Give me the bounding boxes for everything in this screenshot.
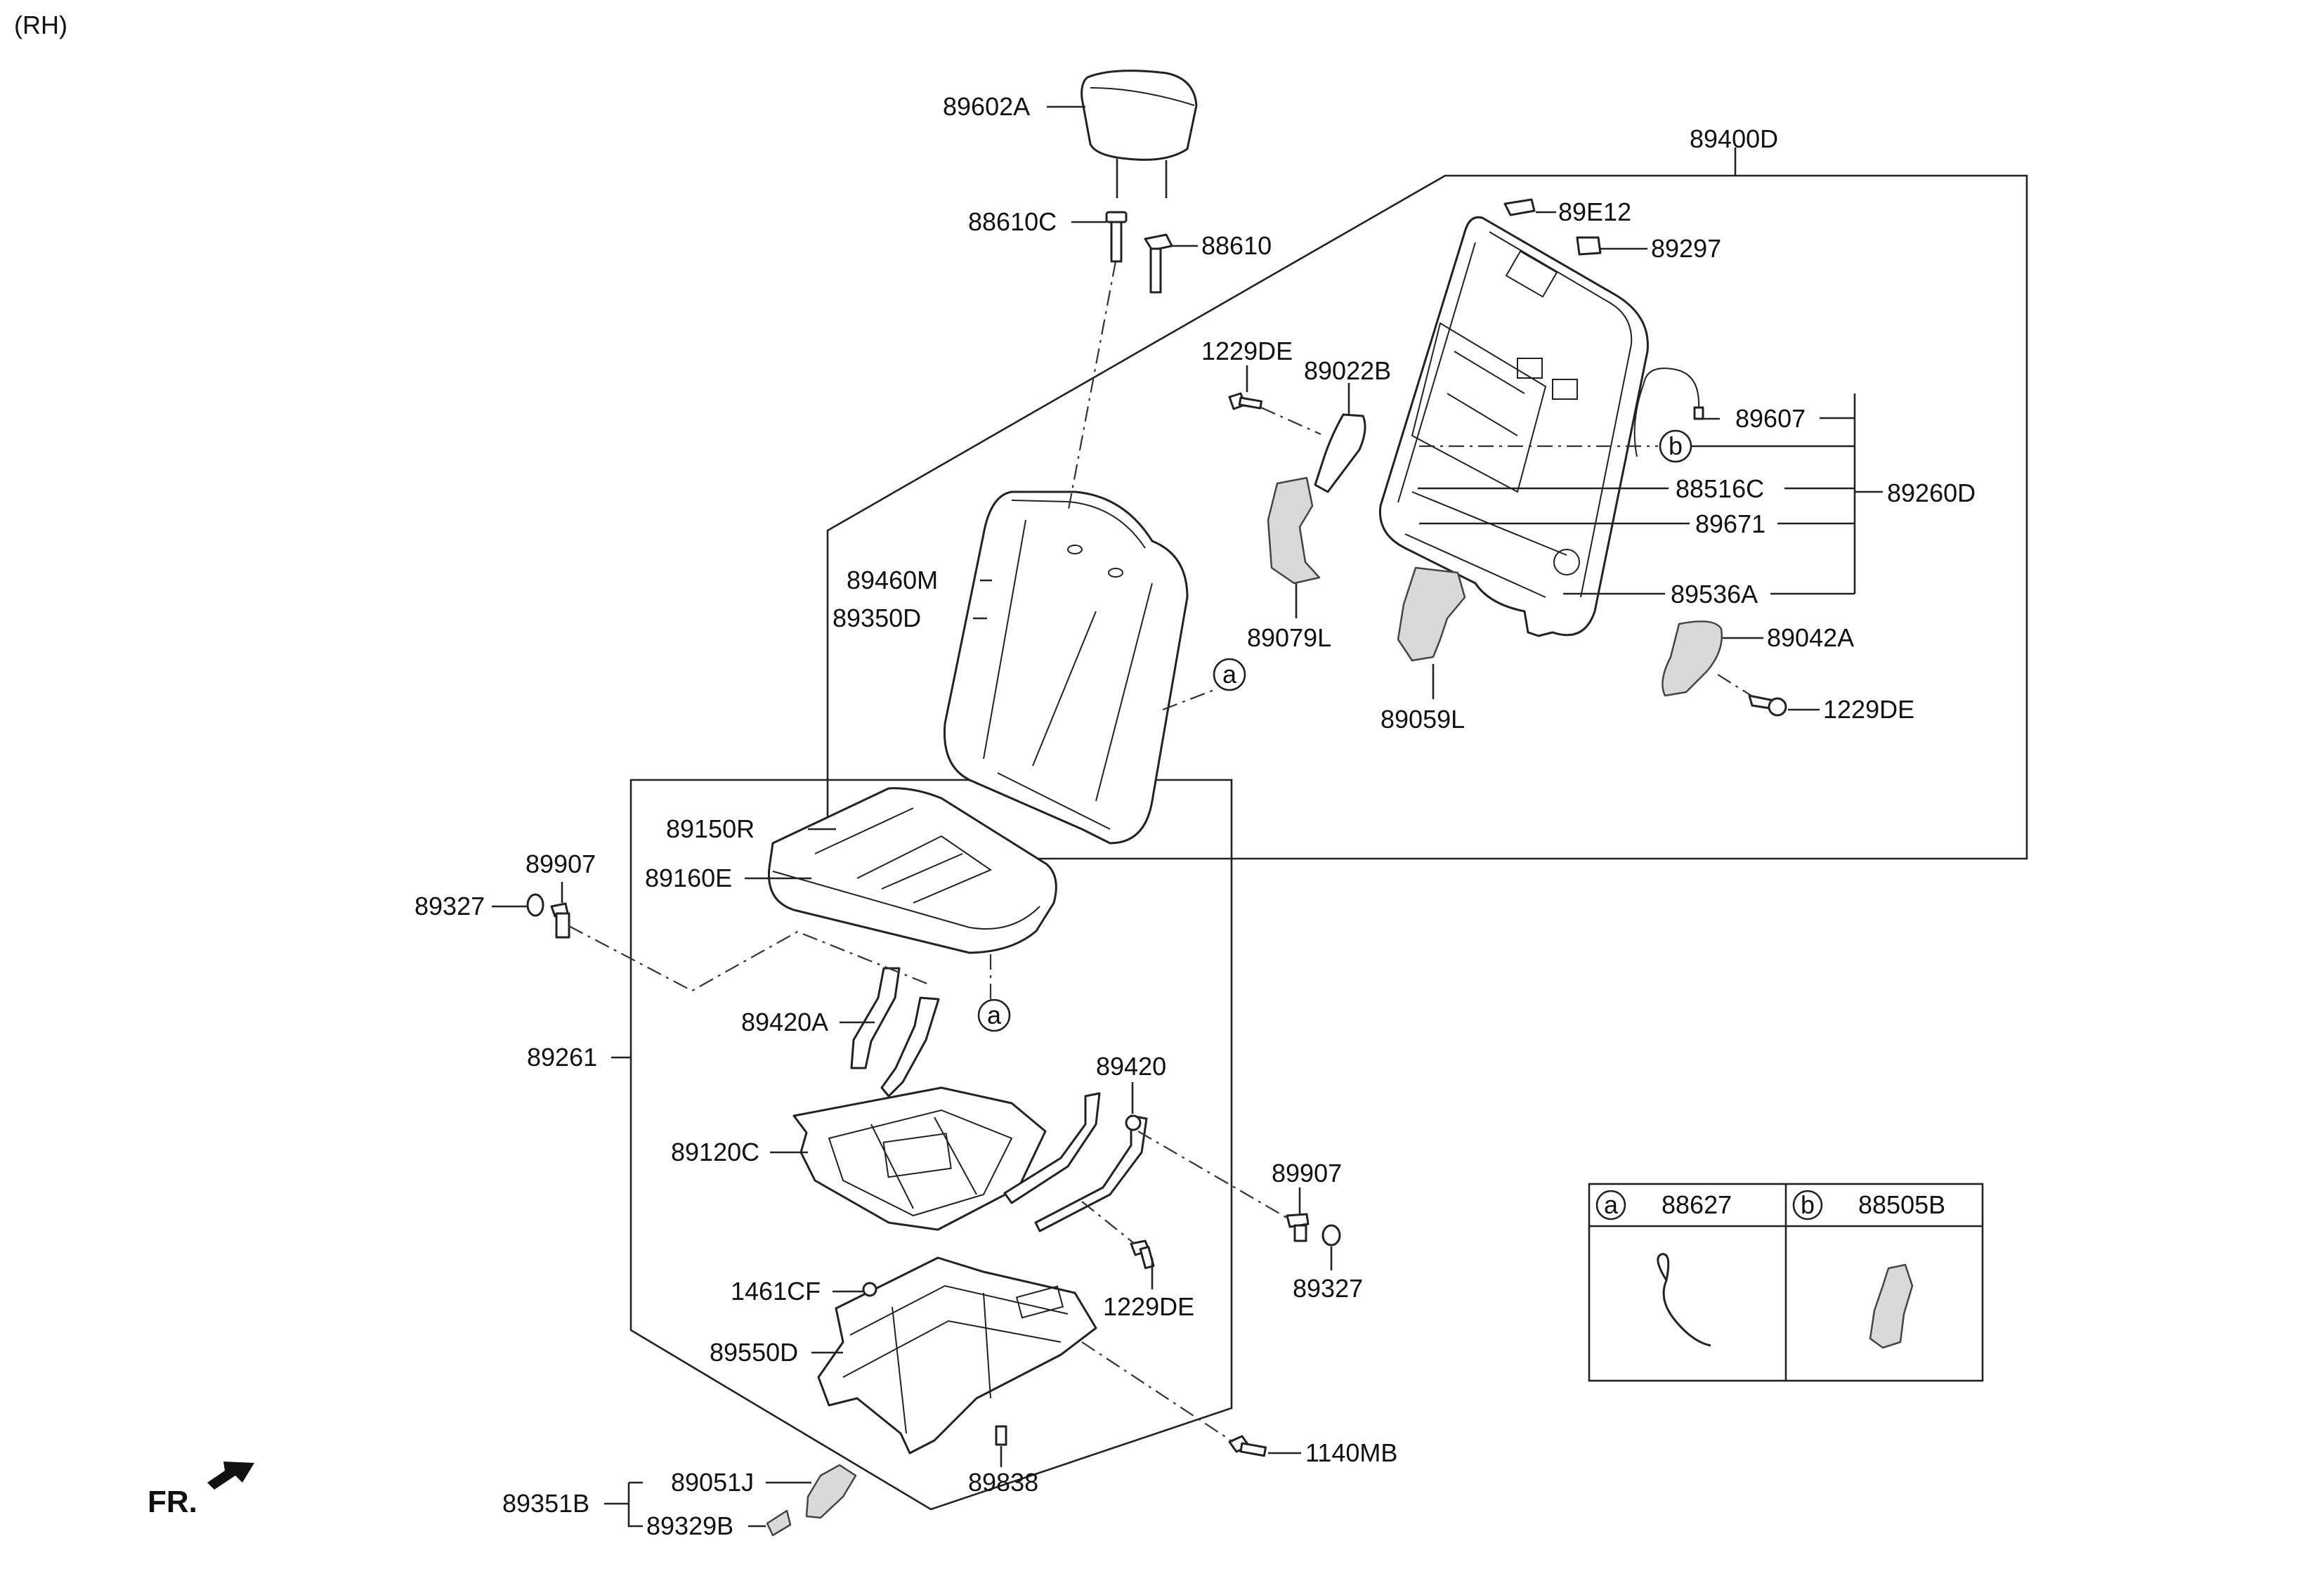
dash-bolt-bottom: [1081, 1201, 1135, 1244]
ref-letter-a-seatback: a: [1222, 660, 1237, 689]
clip-1461CF: [862, 1282, 877, 1297]
legend-part-a: 88627: [1662, 1190, 1732, 1219]
hinge-cover-89059L: [1397, 566, 1466, 662]
legend-connector-88505B: [1869, 1263, 1914, 1349]
label-89671: 89671: [1695, 509, 1765, 538]
label-1229DE-right: 1229DE: [1823, 695, 1914, 724]
seat-track-89550D: [817, 1256, 1097, 1454]
dash-bolt-1140MB: [1081, 1341, 1234, 1443]
seatback-cover-part: [943, 490, 1189, 845]
cushion-cover-part: [767, 787, 1057, 954]
label-89051J: 89051J: [671, 1468, 754, 1497]
label-89160E: 89160E: [645, 864, 732, 892]
label-1140MB: 1140MB: [1305, 1438, 1397, 1467]
label-88610: 88610: [1201, 231, 1272, 260]
label-89420: 89420: [1096, 1052, 1166, 1081]
bolt-89907-right: [1286, 1213, 1310, 1242]
label-89350D: 89350D: [833, 604, 921, 632]
front-arrow-icon: [207, 1462, 254, 1490]
label-89120C: 89120C: [671, 1138, 759, 1166]
seatback-trim-89E12: [1503, 198, 1536, 216]
legend-hook-clip-88627: [1657, 1253, 1711, 1347]
wiring-harness-89607: [1633, 367, 1704, 457]
label-89607: 89607: [1735, 404, 1806, 433]
cushion-frame-89120C: [792, 1086, 1047, 1231]
washer-89327-right: [1321, 1224, 1341, 1247]
label-89602A: 89602A: [943, 92, 1030, 121]
label-88610C: 88610C: [968, 207, 1057, 236]
ref-letter-a-cushion: a: [987, 1001, 1002, 1029]
label-89260D: 89260D: [1887, 479, 1976, 507]
ref-letter-b-seatback: b: [1669, 431, 1683, 460]
front-indicator-label: FR.: [148, 1485, 197, 1519]
label-89042A: 89042A: [1767, 623, 1854, 652]
label-89327-left: 89327: [414, 892, 485, 920]
label-89079L: 89079L: [1247, 623, 1331, 652]
label-89550D: 89550D: [710, 1338, 798, 1367]
legend-table: a 88627 b 88505B: [1588, 1183, 1984, 1382]
label-89420A: 89420A: [741, 1008, 828, 1036]
dash-headrest-to-back: [1066, 261, 1117, 514]
washer-89327-left: [526, 893, 544, 917]
label-89022B: 89022B: [1304, 356, 1391, 385]
label-89261: 89261: [527, 1043, 597, 1072]
legend-letter-b: b: [1801, 1190, 1815, 1219]
headrest-guide-88610C: [1105, 211, 1128, 263]
label-89059L: 89059L: [1380, 705, 1465, 734]
label-89907-left: 89907: [525, 850, 596, 878]
label-89460M: 89460M: [847, 566, 938, 594]
dash-bolt-top: [1260, 406, 1321, 436]
headrest-guide-88610: [1144, 233, 1173, 294]
dash-bolt-right: [1717, 674, 1754, 698]
ref-circle-a-seatback: [1213, 658, 1246, 691]
seatback-clip-89297: [1576, 236, 1602, 256]
label-89536A: 89536A: [1671, 580, 1758, 608]
label-89907-right: 89907: [1272, 1159, 1342, 1187]
label-1461CF: 1461CF: [731, 1277, 821, 1306]
label-89351B: 89351B: [502, 1489, 589, 1518]
dash-bolt-right-cushion: [1137, 1131, 1290, 1220]
seatback-frame-part: [1378, 216, 1649, 637]
label-89E12: 89E12: [1558, 197, 1631, 226]
legend-part-b: 88505B: [1858, 1190, 1945, 1219]
label-89329B: 89329B: [646, 1511, 733, 1540]
hinge-cover-89079L: [1267, 476, 1321, 585]
side-cover-89042A: [1662, 620, 1723, 697]
label-89150R: 89150R: [666, 814, 755, 843]
label-89838: 89838: [968, 1468, 1038, 1497]
label-1229DE-bottom: 1229DE: [1103, 1292, 1194, 1321]
cover-89329B: [766, 1509, 792, 1537]
bolt-89907-left: [550, 902, 570, 939]
label-1229DE-top: 1229DE: [1201, 337, 1293, 365]
leader-lines: [492, 105, 1883, 1528]
dash-bolt-left: [568, 925, 928, 992]
bolt-1229DE-bottom: [1130, 1239, 1155, 1270]
corner-label: (RH): [14, 11, 67, 39]
label-88516C: 88516C: [1676, 474, 1764, 503]
label-89327-right: 89327: [1293, 1274, 1363, 1303]
front-indicator: FR.: [148, 1462, 254, 1519]
side-bracket-89420: [1003, 1092, 1148, 1232]
side-bracket-89420A: [850, 967, 940, 1098]
seatback-assembly-box: [826, 174, 2028, 860]
bolt-1229DE-top: [1228, 392, 1263, 410]
bolt-1229DE-right: [1748, 694, 1787, 717]
cover-89051J: [805, 1464, 857, 1519]
label-89297: 89297: [1651, 234, 1721, 263]
latch-cover-89022B: [1314, 413, 1366, 493]
ref-circle-b-seatback: [1659, 429, 1692, 463]
dash-a-back: [1162, 689, 1215, 711]
label-89400D: 89400D: [1690, 124, 1778, 153]
legend-letter-a: a: [1604, 1190, 1619, 1219]
bolt-1140MB: [1228, 1435, 1267, 1457]
bolt-89838: [995, 1425, 1007, 1446]
headrest-part: [1081, 70, 1198, 198]
ref-circle-a-cushion: [977, 998, 1011, 1032]
